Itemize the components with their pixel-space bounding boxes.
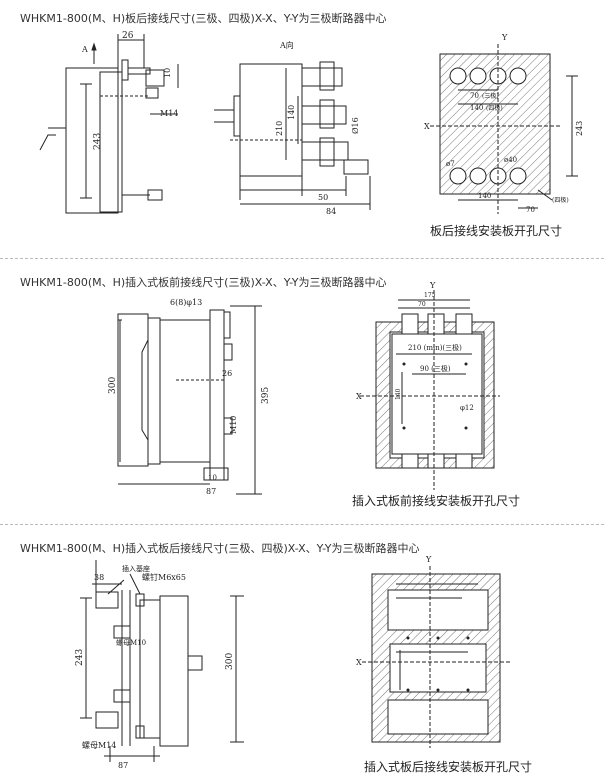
section-divider-1 <box>0 258 604 259</box>
s1-d210: 210 <box>275 121 284 136</box>
s1-x-label: X <box>424 122 430 131</box>
s2-d90: 90 (三极) <box>420 364 451 373</box>
s1-d10: 10 <box>163 68 172 78</box>
s1-panel-cutout <box>430 44 578 214</box>
s1-phi16: Ø16 <box>351 117 360 134</box>
s2-phi12: φ12 <box>460 404 474 412</box>
s2-panel-cutout <box>360 290 500 490</box>
s3-luoding: 螺钉M6x65 <box>142 572 186 582</box>
section-2-caption: 插入式板前接线安装板开孔尺寸 <box>352 494 521 508</box>
s1-siji: (四极) <box>486 104 503 112</box>
section-1-caption: 板后接线安装板开孔尺寸 <box>430 224 563 238</box>
s3-luomu10: 螺母M10 <box>116 638 146 647</box>
s1-d243b: 243 <box>575 121 584 136</box>
s1-d140: 140 <box>287 105 296 120</box>
s3-d300: 300 <box>225 653 235 670</box>
s2-d300: 300 <box>108 377 118 394</box>
s3-d243: 243 <box>75 649 85 666</box>
s3-d87: 87 <box>118 761 128 770</box>
s3-x-label: X <box>356 658 362 667</box>
s2-d70: 70 <box>418 301 426 308</box>
s2-d395: 395 <box>261 387 271 404</box>
s1-d26: 26 <box>122 31 134 41</box>
s1-d243: 243 <box>93 133 103 150</box>
s1-d140b: 140 <box>470 104 483 112</box>
s1-siji2: (四极) <box>552 196 569 204</box>
s1-a-left-label: A <box>81 45 88 54</box>
s2-x-label: X <box>356 392 362 401</box>
s3-y-label: Y <box>425 555 432 564</box>
s1-m14: M14 <box>160 109 178 118</box>
section-3-title: WHKM1-800(M、H)插入式板后接线尺寸(三极、四极)X-X、Y-Y为三极… <box>20 542 420 555</box>
s2-d10: 10 <box>208 474 217 482</box>
s3-side-view <box>80 560 244 762</box>
s2-d210: 210 (min)(三极) <box>408 343 462 352</box>
section-3-caption: 插入式板后接线安装板开孔尺寸 <box>364 760 533 774</box>
s1-d50: 50 <box>318 193 328 202</box>
s2-d87: 87 <box>206 487 216 496</box>
s1-d70a: 70 <box>470 92 479 100</box>
s3-chaban: 插入基座 <box>122 564 150 573</box>
s1-phi7: ø7 <box>446 160 455 168</box>
s3-d38: 38 <box>94 573 104 582</box>
s1-y-label: Y <box>501 33 508 42</box>
section-1-title: WHKM1-800(M、H)板后接线尺寸(三极、四极)X-X、Y-Y为三极断路器… <box>20 12 387 25</box>
s3-panel-cutout <box>362 566 512 748</box>
s2-side-view <box>117 305 262 495</box>
s1-phi40: ø40 <box>504 156 517 164</box>
s2-m10: M10 <box>229 416 238 434</box>
s2-d175: 175 <box>424 292 436 299</box>
s1-d70c: 70 <box>526 206 535 214</box>
section-2-title: WHKM1-800(M、H)插入式板前接线尺寸(三极)X-X、Y-Y为三极断路器… <box>20 276 387 289</box>
s2-y-label: Y <box>429 281 436 290</box>
s1-d140c: 140 <box>478 192 491 200</box>
s1-side-view <box>39 34 179 214</box>
s1-d84: 84 <box>326 207 336 216</box>
section-divider-2 <box>0 524 604 525</box>
s1-sanji: (三极) <box>482 92 499 100</box>
s2-d6-13: 6(8)φ13 <box>170 298 202 307</box>
s1-a-view <box>214 61 371 210</box>
s2-d26: 26 <box>222 369 232 378</box>
s1-a-view-label: A向 <box>279 40 294 50</box>
s3-luomu14: 螺母M14 <box>82 740 116 750</box>
s2-d140: 140 <box>395 388 402 400</box>
